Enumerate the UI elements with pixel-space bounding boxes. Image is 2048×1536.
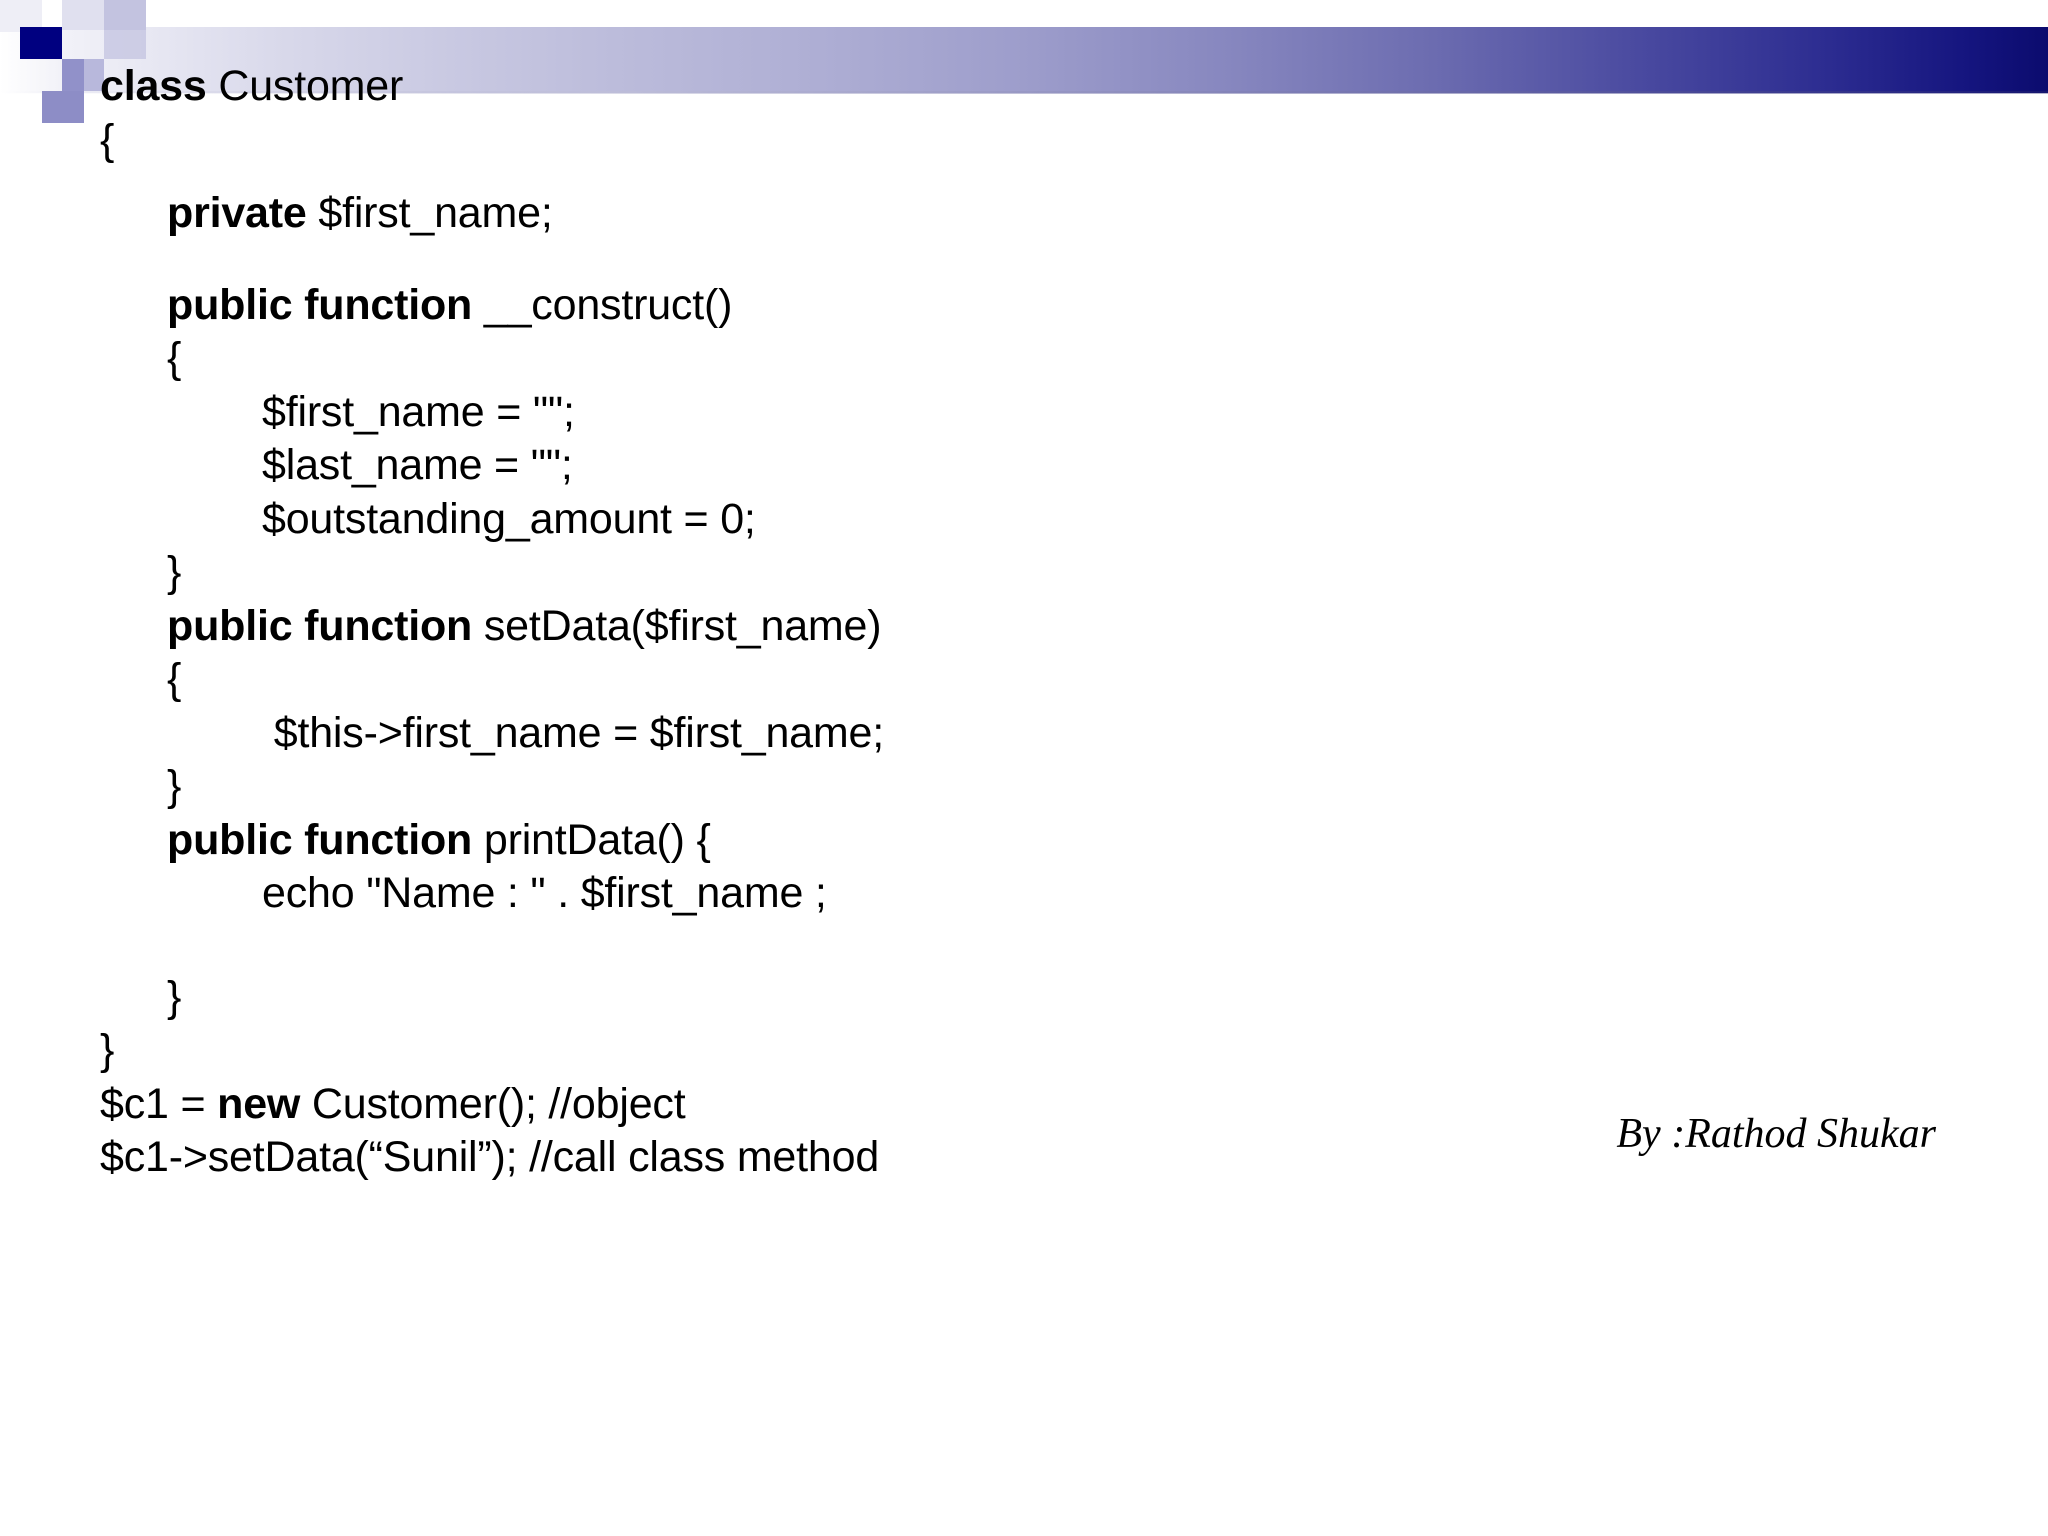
code-line-class-close-brace: }: [100, 1026, 115, 1074]
printdata-name: printData() {: [472, 815, 711, 864]
code-line-new-customer-object: $c1 = new Customer(); //object: [100, 1078, 1800, 1132]
code-line-setdata-open-brace: {: [167, 655, 182, 703]
code-line-constructor-open-brace: {: [167, 334, 182, 382]
setdata-name: setData($first_name): [472, 601, 882, 650]
class-name: Customer: [206, 62, 404, 110]
code-line-printdata-close-brace: }: [167, 972, 182, 1021]
code-line-setdata-signature: public function setData($first_name): [100, 600, 1800, 654]
deco-square-light-2: [104, 27, 146, 59]
deco-square-faint-1: [0, 0, 42, 32]
keyword-public-function-construct: public function: [167, 280, 473, 329]
keyword-class: class: [100, 62, 207, 110]
code-line-printdata-signature: public function printData() {: [100, 814, 1800, 868]
code-line-assign-last-name: $last_name = "";: [262, 441, 573, 489]
deco-square-light-1: [104, 0, 146, 30]
keyword-private: private: [167, 189, 307, 237]
code-line-this-first-name-assign: $this->first_name = $first_name;: [262, 708, 884, 757]
deco-square-mid-3: [42, 91, 84, 123]
code-line-assign-first-name: $first_name = "";: [262, 387, 575, 436]
code-line-class-declaration: class Customer: [100, 60, 1800, 114]
code-line-echo-statement: echo "Name : " . $first_name ;: [262, 869, 827, 917]
keyword-new: new: [217, 1079, 301, 1128]
deco-square-pale-1: [62, 0, 104, 30]
deco-square-navy: [20, 27, 62, 59]
code-line-constructor-signature: public function __construct(): [100, 279, 1800, 333]
keyword-public-function-printdata: public function: [167, 815, 473, 864]
new-object-prefix: $c1 =: [100, 1079, 218, 1128]
php-code-block: class Customer { private $first_name; pu…: [100, 60, 1800, 1185]
code-line-class-open-brace: {: [100, 115, 115, 164]
code-spacer-2: [100, 241, 1800, 279]
code-line-setdata-close-brace: }: [167, 762, 182, 810]
header-band-shadow: [0, 91, 2048, 94]
private-property-name: $first_name;: [306, 189, 553, 237]
author-credit: By :Rathod Shukar: [1616, 1111, 1936, 1157]
code-spacer-3: [100, 921, 1800, 971]
code-line-assign-outstanding-amount: $outstanding_amount = 0;: [262, 494, 756, 543]
code-line-constructor-close-brace: }: [167, 548, 182, 596]
code-line-call-setdata: $c1->setData(“Sunil”); //call class meth…: [100, 1133, 880, 1181]
new-object-suffix: Customer(); //object: [300, 1079, 686, 1128]
code-spacer-1: [100, 167, 1800, 187]
constructor-name: __construct(): [472, 280, 733, 329]
deco-square-mid-2: [62, 59, 84, 91]
header-gradient-band: [0, 27, 2048, 93]
code-line-private-property: private $first_name;: [100, 187, 1800, 241]
keyword-public-function-setdata: public function: [167, 601, 473, 650]
